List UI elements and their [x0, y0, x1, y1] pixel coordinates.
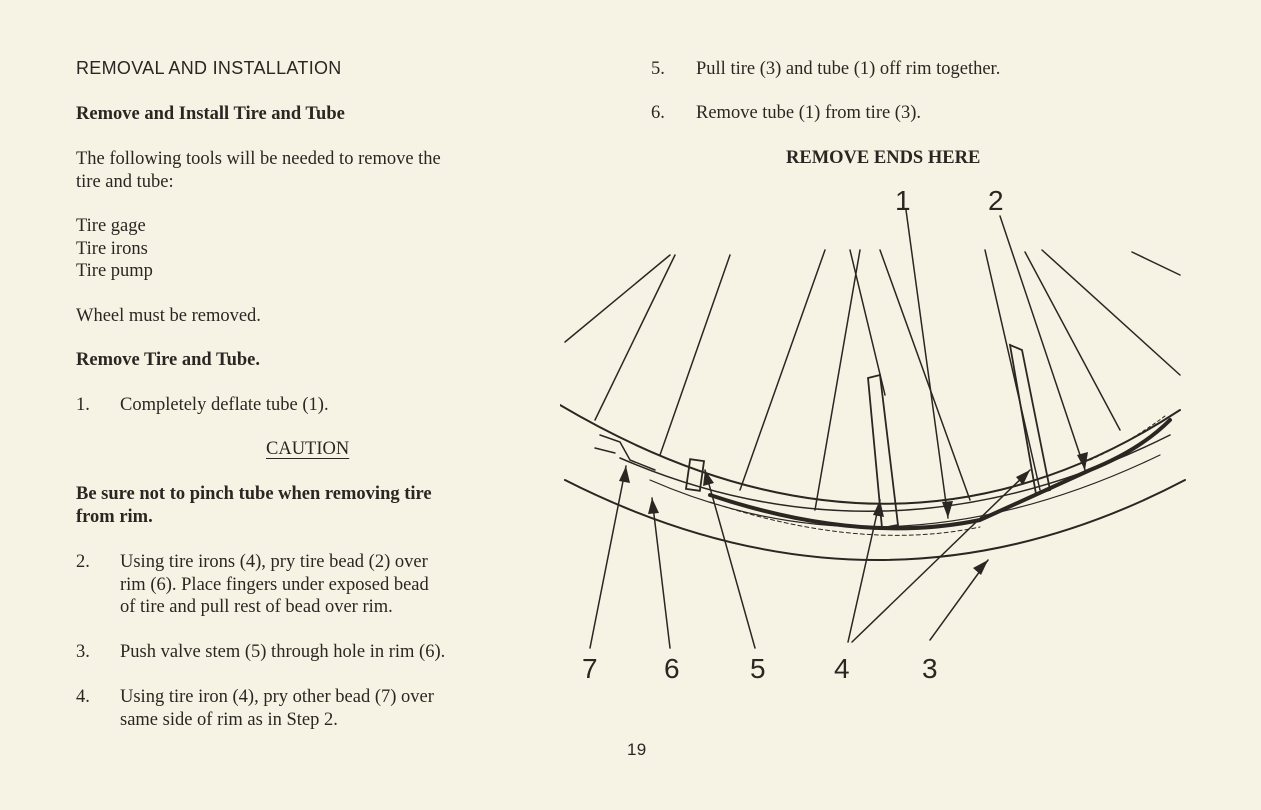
callout-5: 5 — [750, 653, 766, 684]
step-number: 1. — [76, 395, 90, 415]
step-number: 2. — [76, 552, 90, 572]
rim-inner-edge — [564, 479, 1186, 561]
spoke — [814, 249, 861, 511]
tire-texture — [709, 501, 981, 536]
step-text: Remove tube (1) from tire (3). — [696, 103, 922, 123]
spoke — [1131, 251, 1181, 276]
step-text: Completely deflate tube (1). — [120, 395, 329, 415]
step-text: Pull tire (3) and tube (1) off rim toget… — [696, 59, 1001, 79]
tire-bead-segment — [708, 418, 1172, 531]
leader-3 — [929, 559, 989, 641]
callout-2: 2 — [988, 185, 1004, 216]
spoke — [564, 254, 671, 343]
step-line: Using tire iron (4), pry other bead (7) … — [120, 687, 434, 707]
tire-iron-left — [867, 373, 899, 530]
step-text: Push valve stem (5) through hole in rim … — [120, 642, 446, 662]
spoke — [849, 249, 886, 396]
spoke — [1041, 249, 1181, 376]
caution-line-2: from rim. — [76, 507, 153, 527]
page-number: 19 — [627, 740, 647, 759]
spoke — [739, 249, 826, 491]
leader-7 — [589, 465, 627, 649]
step-line: Using tire irons (4), pry tire bead (2) … — [120, 552, 428, 572]
callout-6: 6 — [664, 653, 680, 684]
step-number: 6. — [651, 103, 665, 123]
caution-label: CAUTION — [266, 439, 350, 459]
step-number: 4. — [76, 687, 90, 707]
valve-stem — [684, 458, 706, 492]
spoke — [1024, 251, 1121, 431]
callout-7: 7 — [582, 653, 598, 684]
spoke — [594, 254, 676, 421]
note-text: Wheel must be removed. — [76, 306, 261, 326]
section-title: REMOVAL AND INSTALLATION — [76, 58, 342, 78]
step-text: Using tire irons (4), pry tire bead (2) … — [120, 551, 429, 619]
step-number: 5. — [651, 59, 665, 79]
intro-line-1: The following tools will be needed to re… — [76, 149, 441, 169]
callout-3: 3 — [922, 653, 938, 684]
leader-4a — [847, 499, 881, 643]
step-line: of tire and pull rest of bead over rim. — [120, 597, 393, 617]
leader-2 — [999, 215, 1086, 471]
tire-removal-diagram: 1 2 3 4 5 6 7 — [560, 185, 1186, 684]
step-text: Using tire iron (4), pry other bead (7) … — [120, 686, 434, 731]
spoke — [984, 249, 1041, 491]
tire-end-left — [599, 434, 656, 471]
leader-4b — [851, 469, 1031, 643]
caution-line-1: Be sure not to pinch tube when removing … — [76, 484, 432, 504]
tool-item: Tire irons — [76, 238, 148, 259]
subheading: Remove and Install Tire and Tube — [76, 104, 345, 124]
intro-line-2: tire and tube: — [76, 172, 174, 192]
leader-6 — [651, 497, 671, 649]
step-line: rim (6). Place fingers under exposed bea… — [120, 574, 429, 595]
step-number: 3. — [76, 642, 90, 662]
spoke — [879, 249, 971, 501]
tool-item: Tire gage — [76, 216, 146, 236]
tire-texture — [1089, 415, 1166, 461]
callout-1: 1 — [895, 185, 911, 216]
figure-title: REMOVE ENDS HERE — [786, 148, 981, 168]
tool-item: Tire pump — [76, 261, 153, 281]
leader-5 — [704, 469, 756, 649]
spoke — [659, 254, 731, 456]
callout-4: 4 — [834, 653, 850, 684]
remove-heading: Remove Tire and Tube. — [76, 350, 261, 370]
tools-list: Tire gage Tire irons Tire pump — [76, 215, 153, 283]
step-line: same side of rim as in Step 2. — [120, 709, 338, 730]
leader-1 — [905, 209, 949, 519]
tire-iron-right — [1008, 343, 1052, 496]
